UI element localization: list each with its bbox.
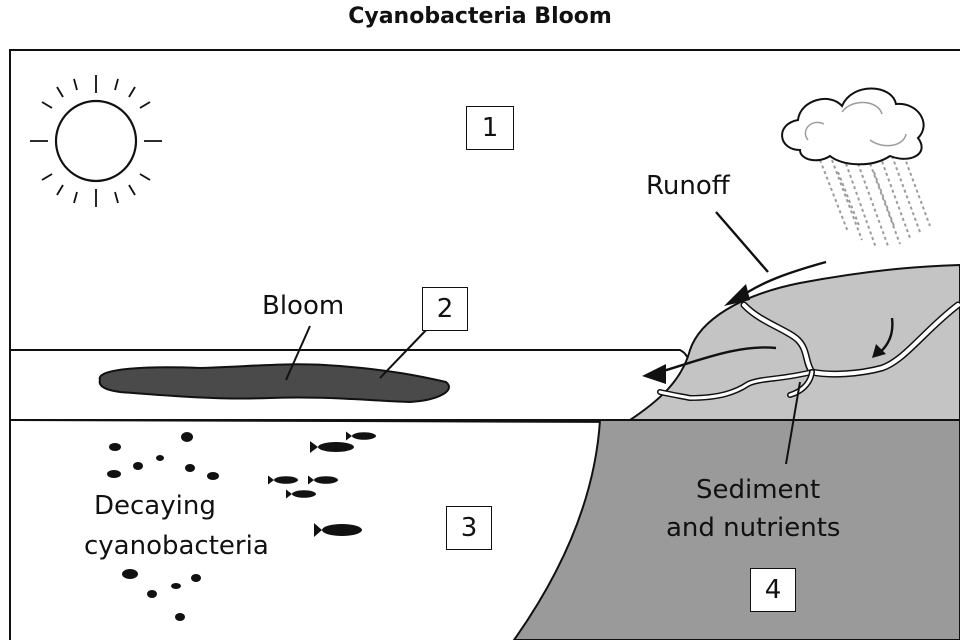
zone-number-1: 1 (466, 106, 514, 150)
rain (820, 156, 930, 248)
sun-icon (30, 75, 162, 207)
runoff-label: Runoff (646, 170, 730, 202)
cloud-icon (782, 89, 924, 165)
fish (314, 523, 362, 537)
fish (310, 441, 354, 453)
sediment-label-line1: Sediment (696, 474, 820, 506)
decaying-particles (107, 432, 219, 621)
sediment-label-line2: and nutrients (666, 512, 840, 544)
fish (286, 490, 316, 499)
decaying-label-line1: Decaying (94, 490, 216, 522)
fish (346, 432, 376, 441)
fish-school (268, 432, 376, 538)
fish (268, 476, 298, 485)
fish (308, 476, 338, 485)
zone-number-2: 2 (422, 287, 468, 331)
zone-number-3: 3 (446, 506, 492, 550)
zone-number-4: 4 (750, 568, 796, 612)
bloom-label: Bloom (262, 290, 344, 322)
decaying-label-line2: cyanobacteria (84, 530, 269, 562)
